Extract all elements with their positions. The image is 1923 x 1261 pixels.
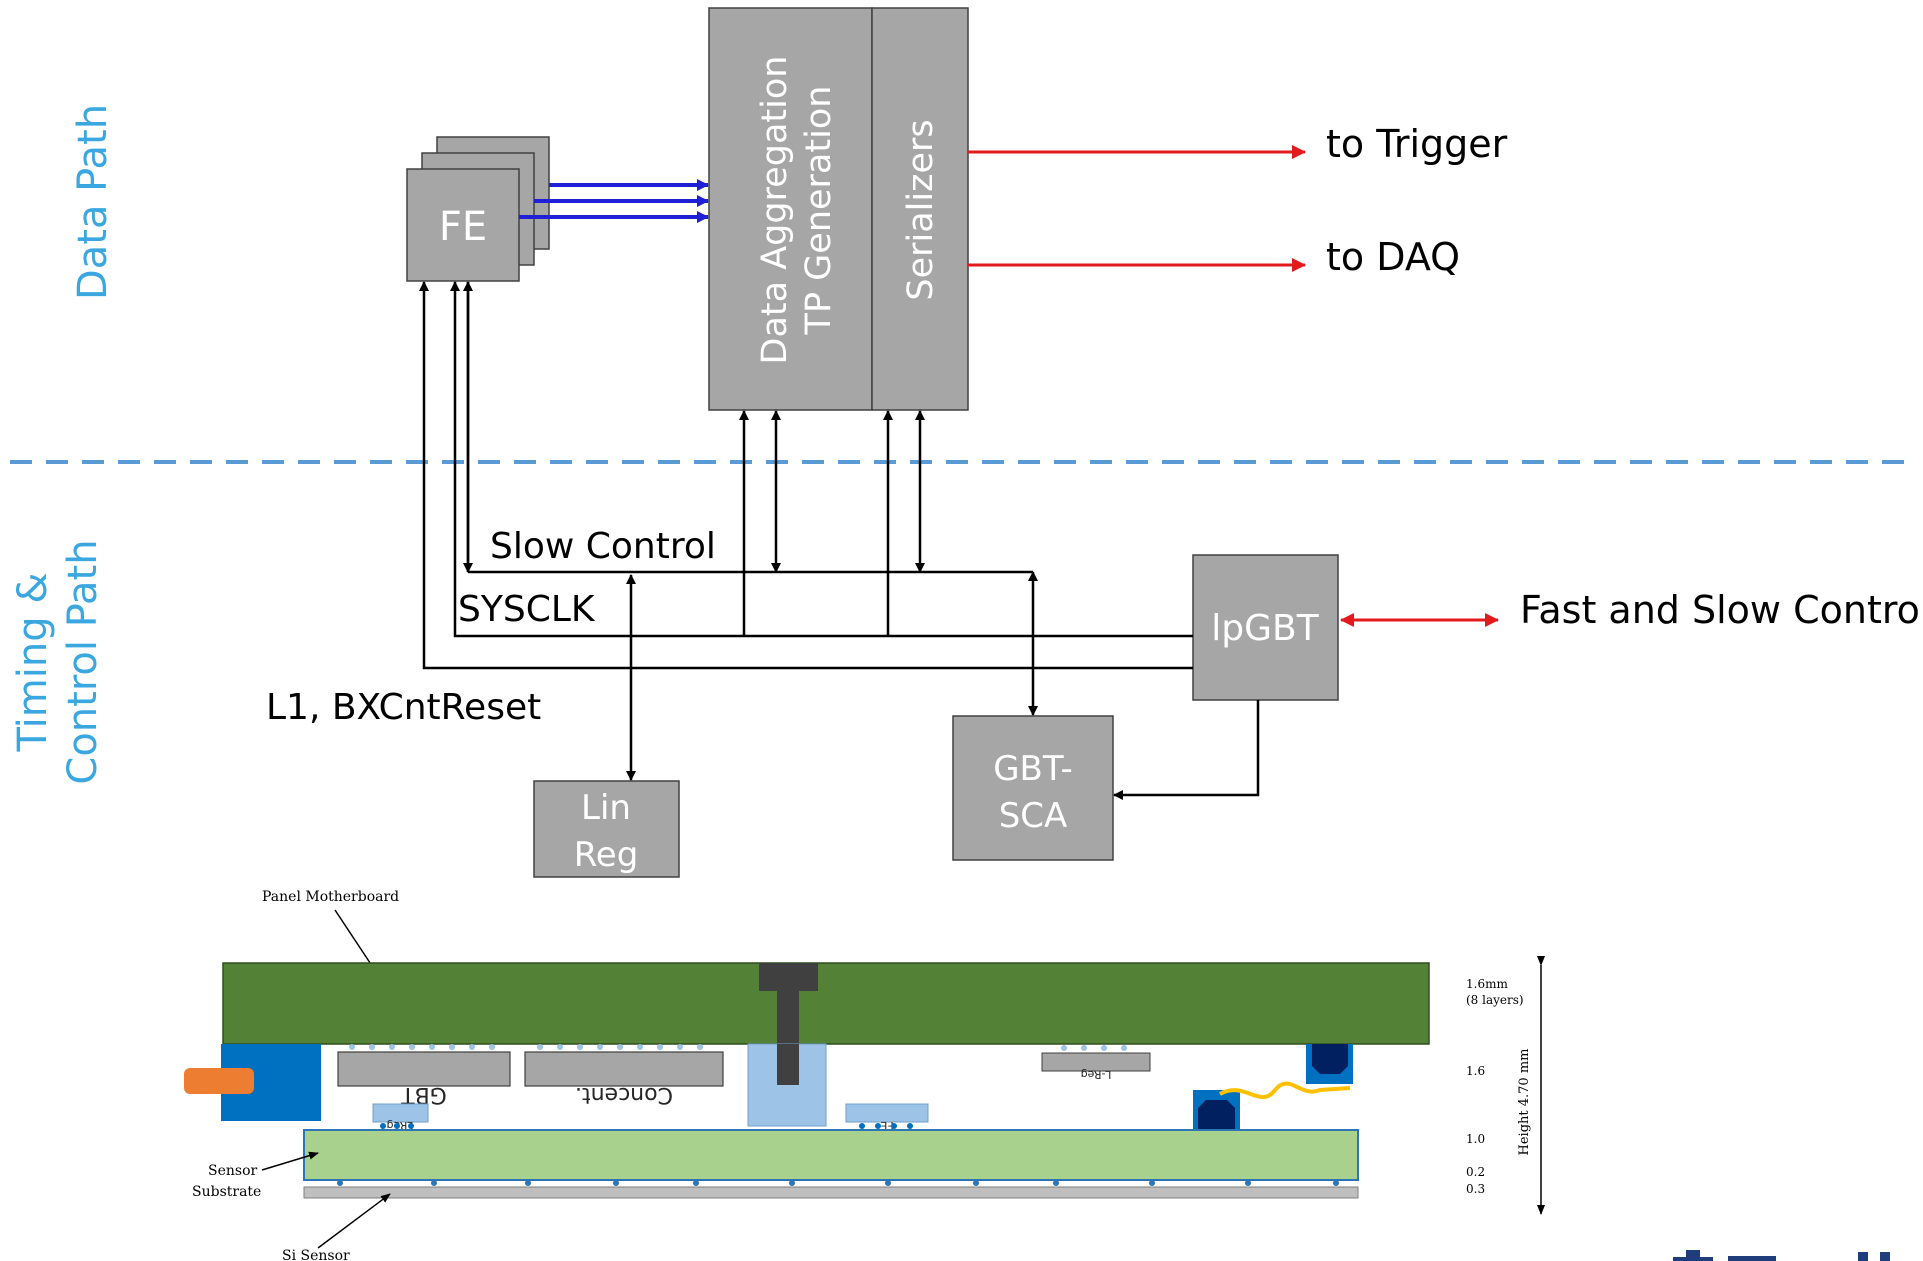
sensor-label-2: Substrate [192,1184,261,1200]
data-aggregation-block [708,7,873,411]
solder-bumps-sensor [380,1123,913,1129]
sensor-label-1: Sensor [208,1163,258,1179]
wire-bond [1219,1081,1351,1100]
dim-1-0: 1.0 [1466,1132,1485,1146]
serializers-label: Serializers [901,119,941,300]
tp-generation-label: TP Generation [799,86,839,336]
panel-motherboard-label: Panel Motherboard [262,889,399,905]
gbt-sca-block [952,715,1114,861]
svg-text:FE: FE [880,1119,893,1132]
connector-post-cap [759,963,818,991]
cross-section: Panel Motherboard GBT Concent. L-Reg [184,889,1545,1261]
gbt-chip: GBT [337,1051,511,1107]
slow-control-label: Slow Control [490,526,716,567]
svg-text:LReg: LReg [386,1119,413,1132]
sysclk-label: SYSCLK [458,589,596,630]
logo-fragment [1673,1250,1890,1261]
timing-label-line1: Timing & [10,572,56,752]
motherboard-pcb [222,962,1430,1045]
lpgbt-label: lpGBT [1211,608,1319,649]
fe-block [406,168,520,282]
gbt-sca-label-2: SCA [999,796,1068,836]
svg-text:L-Reg: L-Reg [1081,1068,1112,1081]
fast-slow-label: Fast and Slow Control [1520,588,1923,632]
solder-bumps-top [349,1044,1127,1051]
dim-8-layers: (8 layers) [1466,993,1524,1007]
dim-1-6mm: 1.6mm [1466,977,1508,991]
concent-chip: Concent. [524,1051,724,1107]
lin-reg-label-1: Lin [581,788,631,828]
lin-reg-label-2: Reg [574,835,639,875]
lreg-top-chip: L-Reg [1041,1052,1151,1081]
dim-0-3: 0.3 [1466,1182,1485,1196]
sensor-bumps [337,1180,1339,1186]
timing-label-line2: Control Path [60,539,106,784]
dim-1-6: 1.6 [1466,1064,1485,1078]
data-path-label: Data Path [70,104,116,300]
lin-reg-block [533,780,680,878]
to-trigger-label: to Trigger [1326,122,1508,166]
svg-text:GBT: GBT [401,1082,447,1107]
lpgbt-block [1192,554,1339,701]
sensor-substrate [303,1129,1359,1181]
to-daq-label: to DAQ [1326,235,1460,279]
fe-data-links [519,179,709,223]
fe-chip: FE [845,1103,929,1132]
l1-label: L1, BXCntReset [266,687,541,728]
gbt-sca-label-1: GBT- [993,749,1073,789]
fe-stack: FE [406,136,550,282]
control-wiring [419,281,1260,800]
serializers-block [871,7,969,411]
cable-plug [184,1068,254,1094]
fe-label: FE [439,204,487,250]
svg-text:Concent.: Concent. [575,1082,673,1107]
lreg-bottom-chip: LReg [372,1103,429,1132]
dim-0-2: 0.2 [1466,1165,1485,1179]
height-label: Height 4.70 mm [1517,1049,1532,1156]
data-aggregation-label: Data Aggregation [755,56,795,365]
si-sensor-label: Si Sensor [282,1248,350,1261]
si-sensor [303,1186,1359,1199]
